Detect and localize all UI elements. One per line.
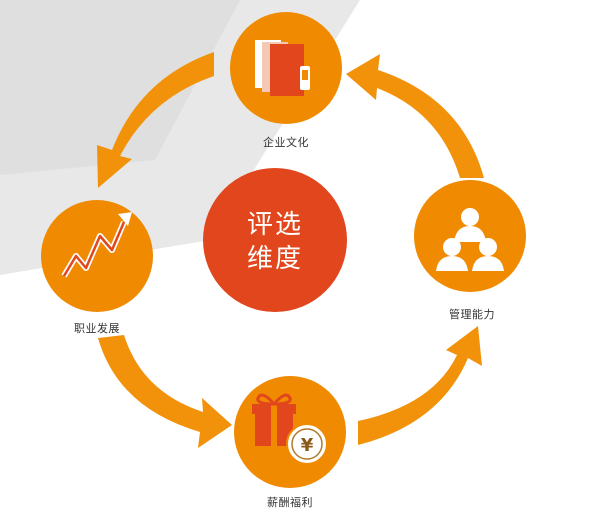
cycle-arrows — [97, 52, 484, 448]
node-career-circle — [41, 200, 153, 312]
gift-icon — [252, 393, 296, 446]
center-title-line1: 评选 — [246, 210, 303, 240]
node-salary: ¥ — [234, 376, 346, 488]
svg-text:¥: ¥ — [301, 435, 314, 456]
center-title: 评选 维度 — [220, 208, 330, 276]
yen-coin-icon: ¥ — [286, 423, 328, 465]
arrow-culture-to-career — [97, 52, 214, 188]
node-culture — [230, 12, 342, 124]
node-management — [414, 180, 526, 292]
arrow-career-to-salary — [98, 335, 232, 448]
arrow-management-to-culture — [346, 54, 484, 178]
arrow-salary-to-management — [358, 326, 482, 445]
node-management-label: 管理能力 — [449, 308, 495, 321]
center-circle — [203, 168, 347, 312]
node-culture-label: 企业文化 — [263, 136, 309, 149]
node-career-label: 职业发展 — [74, 322, 120, 335]
node-salary-label: 薪酬福利 — [267, 496, 313, 509]
center-title-line2: 维度 — [246, 244, 303, 274]
trend-up-arrow-icon — [61, 212, 132, 278]
folders-icon — [255, 40, 310, 96]
node-career — [41, 200, 153, 312]
people-group-icon — [436, 208, 504, 271]
